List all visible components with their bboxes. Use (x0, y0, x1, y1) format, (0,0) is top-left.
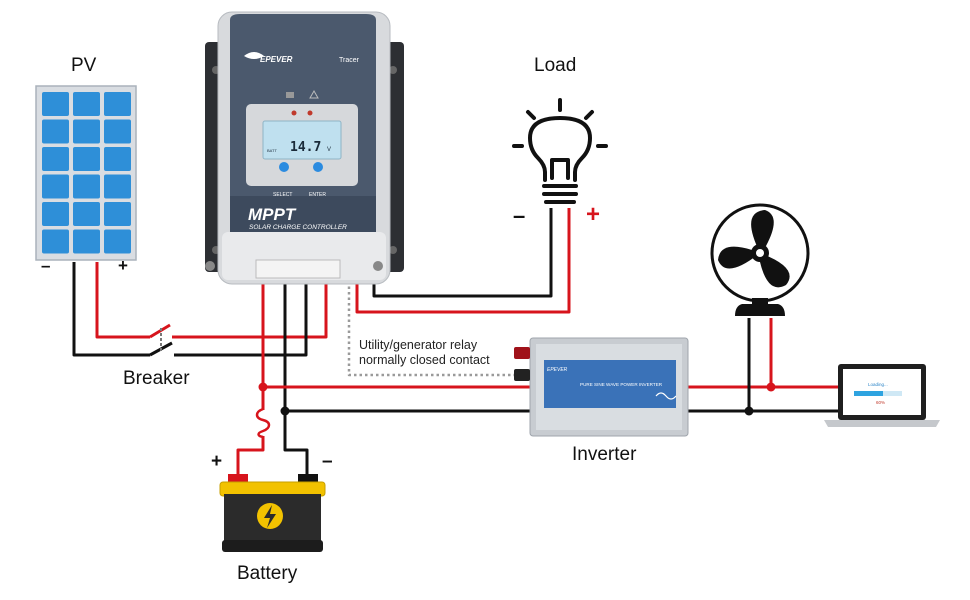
fan-icon (710, 203, 810, 316)
lcd-value: 14.7 (290, 140, 321, 155)
junction-dots (258, 382, 776, 416)
laptop-status: Loading... (868, 382, 888, 387)
load-negative-wire (372, 208, 553, 298)
junction-battery-negative (280, 406, 290, 416)
laptop-text: Loading... 60% (868, 382, 888, 405)
lcd-tag: BATT (267, 148, 277, 153)
inverter-icon (514, 337, 689, 437)
junction-battery-positive (258, 382, 268, 392)
solar-cell (104, 229, 131, 254)
relay-note-line-2: normally closed contact (359, 353, 490, 367)
battery-positive-wire-lower (236, 436, 265, 478)
solar-cell (104, 202, 131, 226)
solar-cell (104, 174, 131, 199)
solar-cell (42, 119, 69, 144)
solar-cells (42, 92, 131, 254)
load-plus-sign: + (586, 201, 601, 228)
solar-cell (42, 147, 69, 171)
relay-note-line-1: Utility/generator relay (359, 338, 478, 352)
wires (72, 208, 838, 478)
junction-fan-negative (744, 406, 754, 416)
solar-cell (104, 147, 131, 171)
controller-brand: EPEVER (260, 55, 293, 64)
solar-cell (42, 92, 69, 116)
controller-text: EPEVER Tracer MPPT SOLAR CHARGE CONTROLL… (248, 55, 360, 231)
enter-label: ENTER (309, 192, 326, 198)
battery-minus-sign: – (322, 451, 333, 472)
select-label: SELECT (273, 192, 292, 198)
inverter-brand: EPEVER (547, 367, 568, 373)
inverter-label: Inverter (572, 444, 637, 465)
battery-negative-wire (283, 280, 309, 478)
pv-minus-sign: – (41, 256, 51, 275)
breaker-switch-icon (149, 323, 173, 357)
load-minus-sign: – (513, 203, 526, 228)
pv-positive-wire (95, 262, 150, 339)
inverter-label: PURE SINE WAVE POWER INVERTER (580, 382, 663, 387)
junction-fan-positive (766, 382, 776, 392)
pv-negative-wire (72, 262, 150, 357)
charge-controller-icon (205, 11, 404, 285)
solar-cell (73, 147, 100, 171)
solar-cell (73, 229, 100, 254)
battery-plus-sign: + (211, 451, 223, 472)
solar-cell (104, 119, 131, 144)
pv-label: PV (71, 55, 97, 76)
load-label: Load (534, 55, 577, 76)
controller-title: MPPT (248, 205, 297, 224)
breaker-to-controller-negative-wire (174, 280, 308, 357)
relay-dotted-wire (347, 281, 530, 377)
breaker-to-controller-positive-wire (172, 280, 328, 339)
fuse-icon (255, 407, 271, 439)
controller-model: Tracer (339, 57, 360, 64)
breaker-label: Breaker (123, 368, 190, 389)
light-bulb-icon (512, 98, 608, 204)
solar-cell (42, 229, 69, 254)
solar-cell (73, 92, 100, 116)
solar-panel-icon (35, 85, 137, 261)
load-positive-wire (355, 208, 571, 314)
battery-icon (219, 474, 326, 552)
laptop-percent: 60% (876, 400, 885, 405)
solar-cell (42, 174, 69, 199)
controller-subtitle: SOLAR CHARGE CONTROLLER (249, 224, 347, 231)
solar-cell (73, 174, 100, 199)
solar-cell (73, 119, 100, 144)
solar-cell (104, 92, 131, 116)
solar-cell (42, 202, 69, 226)
inverter-text: EPEVER PURE SINE WAVE POWER INVERTER (547, 367, 663, 387)
pv-plus-sign: + (118, 256, 128, 275)
laptop-icon (824, 364, 940, 427)
solar-cell (73, 202, 100, 226)
lcd-unit: V (327, 147, 331, 153)
battery-label: Battery (237, 563, 298, 584)
